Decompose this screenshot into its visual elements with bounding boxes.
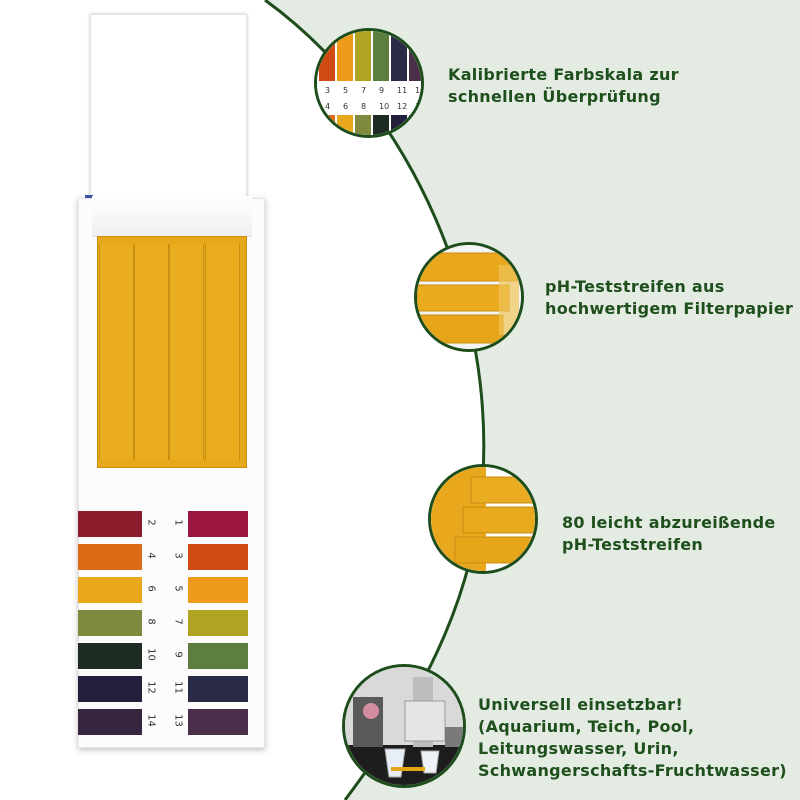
color-swatch xyxy=(188,544,248,570)
zoom-ph-label: 3 xyxy=(325,86,330,95)
zoom-swatch xyxy=(373,31,389,81)
zoom-ph-label: 5 xyxy=(343,86,348,95)
color-swatch xyxy=(78,676,142,702)
color-swatch xyxy=(188,511,248,537)
feature-line: schnellen Überprüfung xyxy=(448,87,661,106)
color-swatch xyxy=(188,676,248,702)
ph-value-label: 3 xyxy=(172,552,184,559)
feature-line: pH-Teststreifen xyxy=(562,535,704,554)
filter-paper-closeup-icon xyxy=(414,242,524,352)
feature-line: pH-Teststreifen aus xyxy=(545,277,725,296)
feature-line: (Aquarium, Teich, Pool, xyxy=(478,717,695,736)
zoom-swatch xyxy=(355,115,371,135)
color-swatch xyxy=(188,577,248,603)
ph-value-label: 9 xyxy=(172,651,184,658)
color-swatch xyxy=(78,610,142,636)
zoom-ph-label: 6 xyxy=(343,102,348,111)
ph-value-label: 10 xyxy=(145,648,157,661)
ph-value-label: 7 xyxy=(172,618,184,625)
ph-value-label: 12 xyxy=(145,681,157,694)
test-strip xyxy=(99,244,134,460)
test-strip xyxy=(134,244,169,460)
zoom-ph-label: 9 xyxy=(379,86,384,95)
feature-line: Schwangerschafts-Fruchtwasser) xyxy=(478,761,787,780)
feature-text: Universell einsetzbar! (Aquarium, Teich,… xyxy=(478,694,787,782)
ph-value-label: 14 xyxy=(145,714,157,727)
color-swatch xyxy=(78,511,142,537)
feature-text: pH-Teststreifen aus hochwertigem Filterp… xyxy=(545,276,793,320)
feature-line: 80 leicht abzureißende xyxy=(562,513,776,532)
color-swatch xyxy=(78,544,142,570)
zoom-swatch xyxy=(355,31,371,81)
filter-paper-closeup xyxy=(417,245,521,349)
zoom-ph-label: 12 xyxy=(397,102,407,111)
ph-value-label: 5 xyxy=(172,585,184,592)
color-swatch xyxy=(78,577,142,603)
feature-text: Kalibrierte Farbskala zur schnellen Über… xyxy=(448,64,679,108)
lab-usage-photo-icon xyxy=(342,664,466,788)
test-strip xyxy=(169,244,204,460)
color-swatch xyxy=(188,709,248,735)
feature-line: hochwertigem Filterpapier xyxy=(545,299,794,318)
feature-text: 80 leicht abzureißende pH-Teststreifen xyxy=(562,512,776,556)
feature-line: Kalibrierte Farbskala zur xyxy=(448,65,679,84)
ph-value-label: 2 xyxy=(145,519,157,526)
color-swatch xyxy=(188,610,248,636)
color-swatch xyxy=(78,643,142,669)
card-fold xyxy=(92,196,252,237)
ph-value-label: 1 xyxy=(172,519,184,526)
zoom-swatch xyxy=(337,31,353,81)
green-panel xyxy=(265,0,800,800)
zoom-ph-label: 10 xyxy=(379,102,389,111)
feature-line: Leitungswasser, Urin, xyxy=(478,739,679,758)
zoom-ph-label: 7 xyxy=(361,86,366,95)
zoom-ph-label: 4 xyxy=(325,102,330,111)
zoom-ph-label: 8 xyxy=(361,102,366,111)
zoom-ph-label: 11 xyxy=(397,86,407,95)
test-strip xyxy=(205,244,240,460)
zoom-ph-label: 13 xyxy=(415,86,424,95)
zoom-swatch xyxy=(373,115,389,135)
color-scale-closeup: 35791113 468101214 xyxy=(317,31,424,135)
color-swatch xyxy=(78,709,142,735)
ph-value-label: 11 xyxy=(172,681,184,694)
zoom-swatch xyxy=(391,31,407,81)
ph-value-label: 13 xyxy=(172,714,184,727)
ph-value-label: 6 xyxy=(145,585,157,592)
color-swatch xyxy=(188,643,248,669)
tear-off-strips-closeup-icon xyxy=(428,464,538,574)
feature-line: Universell einsetzbar! xyxy=(478,695,684,714)
ph-value-label: 4 xyxy=(145,552,157,559)
ph-value-label: 8 xyxy=(145,618,157,625)
color-scale-closeup-icon: 35791113 468101214 xyxy=(314,28,424,138)
